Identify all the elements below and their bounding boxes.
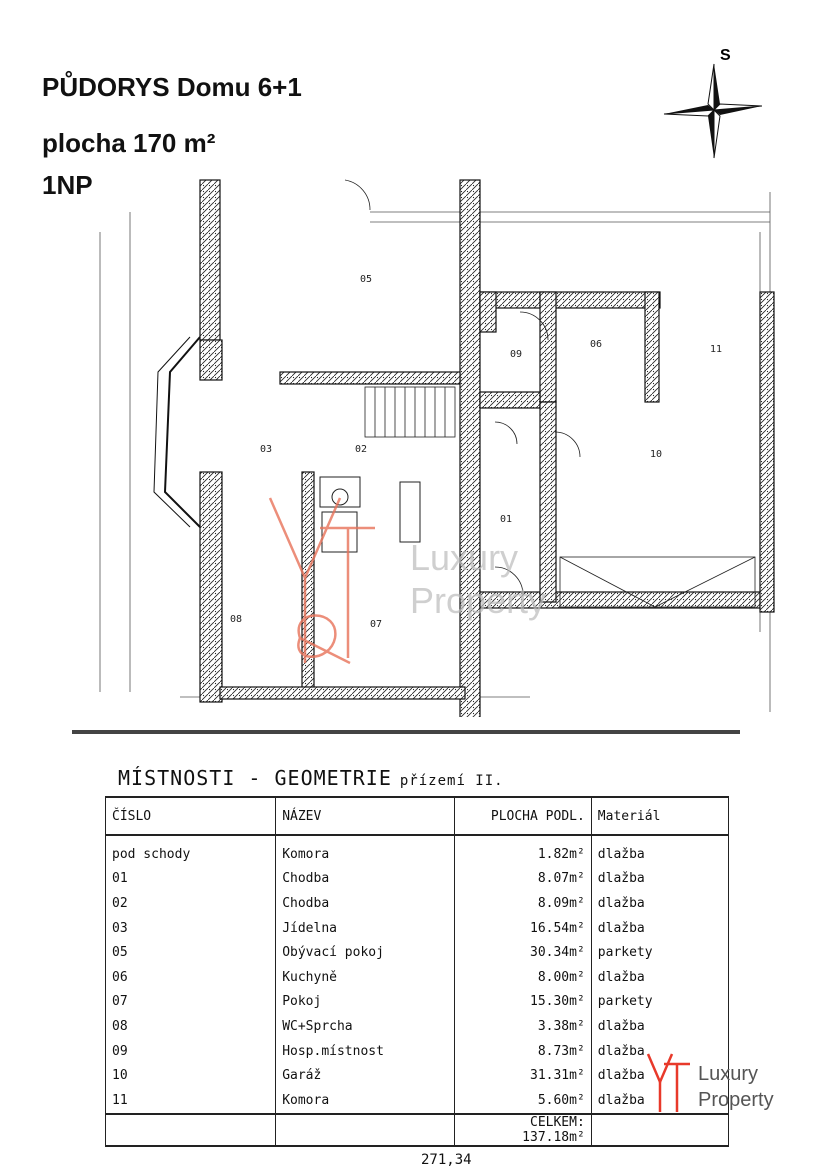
total-empty-4 [590,1112,730,1147]
cell-area: 31.31m² [453,1063,592,1088]
cell-number: 07 [104,989,277,1015]
cell-material: dlažba [590,1087,730,1114]
cell-material: dlažba [590,1014,730,1039]
total-empty-2 [275,1112,455,1147]
cell-name: Komora [275,835,455,867]
col-header-area: PLOCHA PODL. [453,796,592,836]
cell-material: dlažba [590,891,730,916]
cell-name: Pokoj [275,989,455,1015]
cell-name: Chodba [275,891,455,916]
footer-number: 271,34 [421,1152,472,1168]
page-title: PŮDORYS Domu 6+1 [42,72,302,102]
total-empty-1 [104,1112,277,1147]
room-label-08: 08 [230,614,242,625]
col-header-name: NÁZEV [275,796,455,836]
cell-area: 16.54m² [453,915,592,941]
room-label-02: 02 [355,444,367,455]
room-label-10: 10 [650,449,662,460]
cell-area: 8.07m² [453,866,592,892]
cell-name: Hosp.místnost [275,1038,455,1064]
cell-name: Chodba [275,866,455,892]
room-label-01: 01 [500,514,512,525]
area-label: plocha 170 m² [42,128,216,158]
cell-area: 8.73m² [453,1038,592,1064]
cell-area: 30.34m² [453,940,592,965]
room-label-07: 07 [370,619,382,630]
cell-number: 08 [104,1014,277,1039]
cell-material: dlažba [590,835,730,867]
divider [72,730,740,734]
cell-material: dlažba [590,964,730,990]
cell-number: 01 [104,866,277,892]
cell-name: Jídelna [275,915,455,941]
cell-name: Kuchyně [275,964,455,990]
cell-name: Garáž [275,1063,455,1088]
floor-note: přízemí II. [399,773,504,789]
cell-number: 10 [104,1063,277,1088]
cell-material: dlažba [590,1063,730,1088]
cell-area: 15.30m² [453,989,592,1015]
total-cell: CELKEM: 137.18m² [453,1112,592,1147]
room-label-05: 05 [360,274,372,285]
cell-number: pod schody [104,835,277,867]
total-row: CELKEM: 137.18m² [104,1112,730,1147]
cell-name: Obývací pokoj [275,940,455,965]
cell-number: 05 [104,940,277,965]
table-title-text: MÍSTNOSTI - GEOMETRIE [118,766,392,790]
cell-material: dlažba [590,1038,730,1064]
cell-area: 1.82m² [453,835,592,867]
col-header-number: ČÍSLO [104,796,277,836]
total-label: CELKEM: [530,1114,585,1130]
cell-material: parkety [590,989,730,1015]
room-label-06: 06 [590,339,602,350]
cell-area: 5.60m² [453,1087,592,1114]
cell-name: Komora [275,1087,455,1114]
room-label-09: 09 [510,349,522,360]
cell-number: 09 [104,1038,277,1064]
cell-area: 3.38m² [453,1014,592,1039]
room-label-11: 11 [710,344,722,355]
cell-number: 06 [104,964,277,990]
cell-number: 11 [104,1087,277,1114]
cell-area: 8.00m² [453,964,592,990]
cell-number: 03 [104,915,277,941]
cell-material: dlažba [590,915,730,941]
total-value: 137.18m² [522,1129,585,1145]
floor-label: 1NP [42,170,93,200]
floor-plan: 05 06 11 03 02 01 10 08 07 09 [99,179,775,717]
cell-area: 8.09m² [453,891,592,916]
cell-name: WC+Sprcha [275,1014,455,1039]
compass-label: S [720,47,731,64]
cell-number: 02 [104,891,277,916]
rooms-table: ČÍSLO NÁZEV PLOCHA PODL. Materiál pod sc… [104,796,730,1147]
compass-icon: S [663,47,762,159]
cell-material: dlažba [590,866,730,892]
col-header-material: Materiál [590,796,730,836]
table-title: MÍSTNOSTI - GEOMETRIE přízemí II. [118,766,504,790]
room-label-03: 03 [260,444,272,455]
cell-material: parkety [590,940,730,965]
